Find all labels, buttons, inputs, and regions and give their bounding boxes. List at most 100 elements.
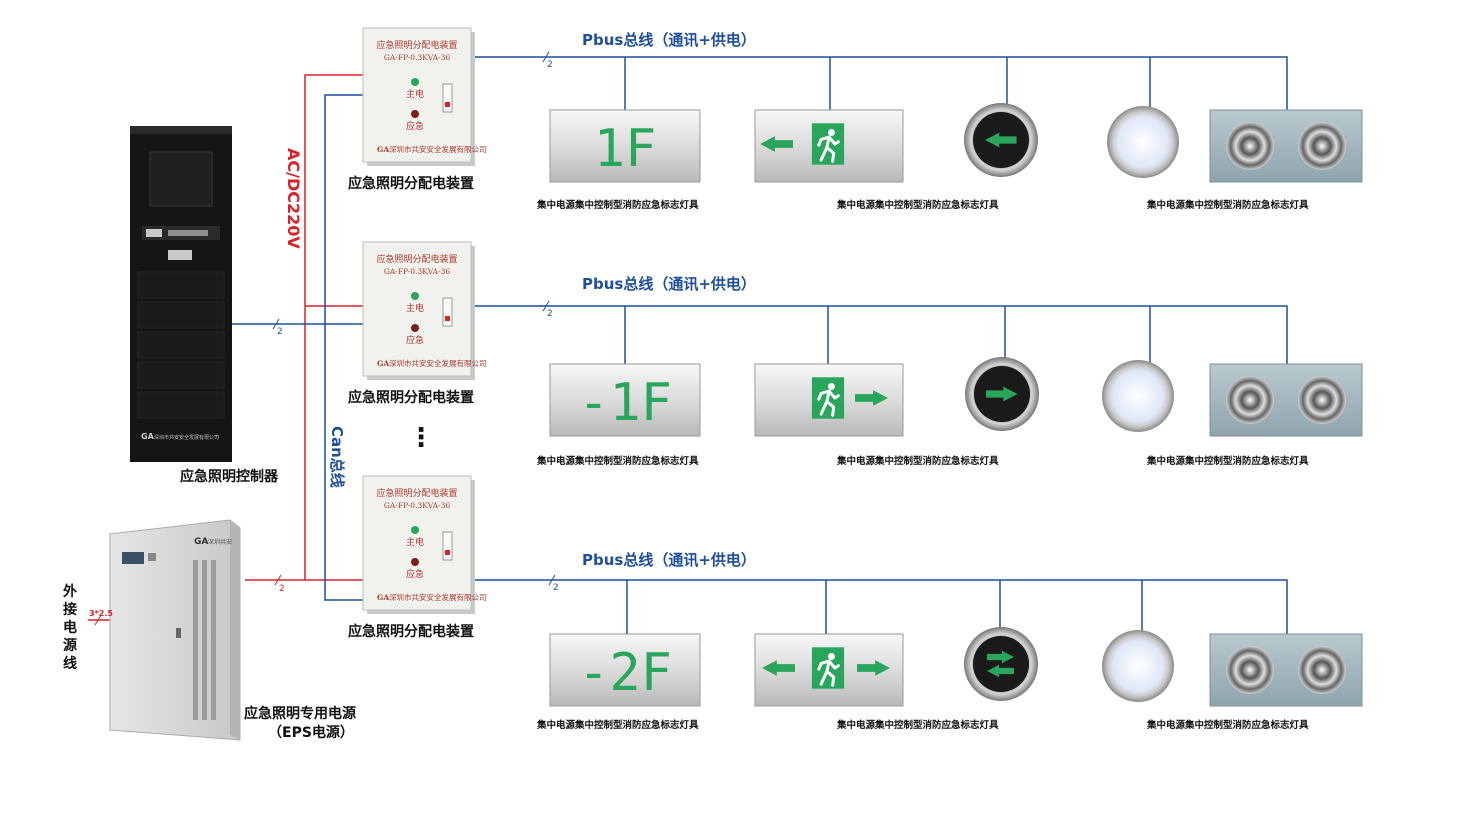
wire-count-label: 2 xyxy=(277,327,283,337)
pbus-label-row3: Pbus总线（通讯+供电） xyxy=(582,551,756,569)
external-power-char: 源 xyxy=(63,637,77,654)
box-logo: GA xyxy=(377,359,389,368)
emergency-led xyxy=(411,324,419,332)
eps-cabinet: GA 深圳共安 xyxy=(109,519,241,741)
distribution-box-caption: 应急照明分配电装置 xyxy=(348,389,474,406)
floor-sign: -1F xyxy=(549,363,701,437)
box-title: 应急照明分配电装置 xyxy=(376,39,457,51)
emergency-label: 应急 xyxy=(406,334,424,346)
recessed-downlight xyxy=(1102,360,1174,432)
fixture-caption: 集中电源集中控制型消防应急标志灯具 xyxy=(1146,455,1309,467)
fixture-caption: 集中电源集中控制型消防应急标志灯具 xyxy=(536,719,699,731)
round-arrow-left-sign xyxy=(964,103,1038,177)
breaker-switch xyxy=(442,531,453,561)
emergency-label: 应急 xyxy=(406,568,424,580)
wire-count-marks: 2 2 2 2 2 xyxy=(94,51,559,626)
fixture-caption: 集中电源集中控制型消防应急标志灯具 xyxy=(536,455,699,467)
floor-sign: 1F xyxy=(549,109,701,183)
emergency-led xyxy=(411,558,419,566)
round-arrow-right-sign xyxy=(965,357,1039,431)
emergency-label: 应急 xyxy=(406,120,424,132)
fixture-caption: 集中电源集中控制型消防应急标志灯具 xyxy=(836,455,999,467)
box-model: GA-FP-0.3KVA-36 xyxy=(384,53,450,62)
pbus-label-row1: Pbus总线（通讯+供电） xyxy=(582,31,756,49)
pbus-wire-row1 xyxy=(472,56,1288,110)
main-power-label: 主电 xyxy=(406,88,424,100)
floor-sign-label: -1F xyxy=(578,373,672,433)
fixture-caption: 集中电源集中控制型消防应急标志灯具 xyxy=(836,719,999,731)
main-power-led xyxy=(411,526,419,534)
recessed-downlight xyxy=(1107,106,1179,178)
eps-brand-text: 深圳共安 xyxy=(208,538,232,546)
floor-sign: -2F xyxy=(549,633,701,707)
power-bus-label: AC/DC220V xyxy=(284,148,303,249)
floor-sign-label: 1F xyxy=(594,119,657,179)
wiring: 2 2 2 2 2 xyxy=(88,51,1288,634)
controller-brand-text: 深圳市共安安全发展有限公司 xyxy=(154,434,219,441)
external-power-char: 电 xyxy=(63,619,77,636)
twin-emergency-light xyxy=(1209,633,1363,707)
wire-count-label: 2 xyxy=(547,309,553,319)
fixture-caption: 集中电源集中控制型消防应急标志灯具 xyxy=(1146,199,1309,211)
box-logo: GA xyxy=(377,593,389,602)
box-brand-text: 深圳市共安安全发展有限公司 xyxy=(389,592,487,602)
can-bus-wire xyxy=(324,94,365,601)
pbus-label-row2: Pbus总线（通讯+供电） xyxy=(582,275,756,293)
main-power-label: 主电 xyxy=(406,536,424,548)
eps-caption-line1: 应急照明专用电源 xyxy=(244,705,356,722)
controller-logo: GA xyxy=(141,432,155,441)
breaker-switch xyxy=(442,297,453,327)
fixture-row: -1F 集中电源集中控制型消防应急标志灯具 集中电源集中控制型消防应急标志灯具 集中电… xyxy=(536,357,1363,467)
recessed-downlight xyxy=(1102,630,1174,702)
fixture-caption: 集中电源集中控制型消防应急标志灯具 xyxy=(1146,719,1309,731)
box-brand-text: 深圳市共安安全发展有限公司 xyxy=(389,358,487,368)
arrow-left-exit-sign xyxy=(754,109,904,183)
main-power-led xyxy=(411,292,419,300)
external-power-char: 外 xyxy=(63,583,77,600)
box-brand-text: 深圳市共安安全发展有限公司 xyxy=(389,144,487,154)
power-wire-main xyxy=(245,74,365,581)
controller-cabinet: GA 深圳市共安安全发展有限公司 xyxy=(130,126,232,462)
fixture-caption: 集中电源集中控制型消防应急标志灯具 xyxy=(836,199,999,211)
eps-caption-line2: （EPS电源） xyxy=(268,724,354,741)
distribution-box-caption: 应急照明分配电装置 xyxy=(348,175,474,192)
eps-logo: GA xyxy=(194,537,208,547)
box-model: GA-FP-0.3KVA-36 xyxy=(384,267,450,276)
box-model: GA-FP-0.3KVA-36 xyxy=(384,501,450,510)
floor-sign-label: -2F xyxy=(578,643,672,703)
external-power-char: 线 xyxy=(63,655,77,672)
more-boxes-ellipsis: ⋮ xyxy=(408,423,434,453)
twin-emergency-light xyxy=(1209,363,1363,437)
main-power-label: 主电 xyxy=(406,302,424,314)
main-power-led xyxy=(411,78,419,86)
wire-count-label: 2 xyxy=(547,60,553,70)
wire-count-label: 2 xyxy=(279,584,285,594)
breaker-switch xyxy=(442,83,453,113)
box-title: 应急照明分配电装置 xyxy=(376,487,457,499)
pbus-wire-row3 xyxy=(472,579,1288,634)
external-power-spec: 3*2.5 xyxy=(89,609,113,618)
distribution-box-caption: 应急照明分配电装置 xyxy=(348,623,474,640)
controller-printer xyxy=(168,250,192,260)
exit-arrow-right-sign xyxy=(754,363,904,437)
controller-caption: 应急照明控制器 xyxy=(180,468,279,485)
wire-count-label: 2 xyxy=(553,583,559,593)
emergency-led xyxy=(411,110,419,118)
controller-screen xyxy=(149,151,213,207)
eps-display xyxy=(122,552,144,564)
pbus-wire-row2 xyxy=(472,305,1288,364)
can-bus-label: Can总线 xyxy=(328,426,346,488)
box-logo: GA xyxy=(377,145,389,154)
twin-emergency-light xyxy=(1209,109,1363,183)
box-title: 应急照明分配电装置 xyxy=(376,253,457,265)
fixture-caption: 集中电源集中控制型消防应急标志灯具 xyxy=(536,199,699,211)
external-power-label: 外 接 电 源 线 xyxy=(63,583,77,672)
round-bidirectional-sign xyxy=(964,627,1038,701)
fixture-row: -2F 集中电源集中控制型消防应急标志灯具 集中电源集中控制型消防应急标志灯具 集中电… xyxy=(536,627,1363,731)
fixture-row: 1F 集中电源集中控制型消防应急标志灯具 集中电源集中控制型消防应急标志灯具 集中电源… xyxy=(536,103,1363,211)
external-power-char: 接 xyxy=(63,601,77,618)
double-arrow-exit-sign xyxy=(754,633,904,707)
